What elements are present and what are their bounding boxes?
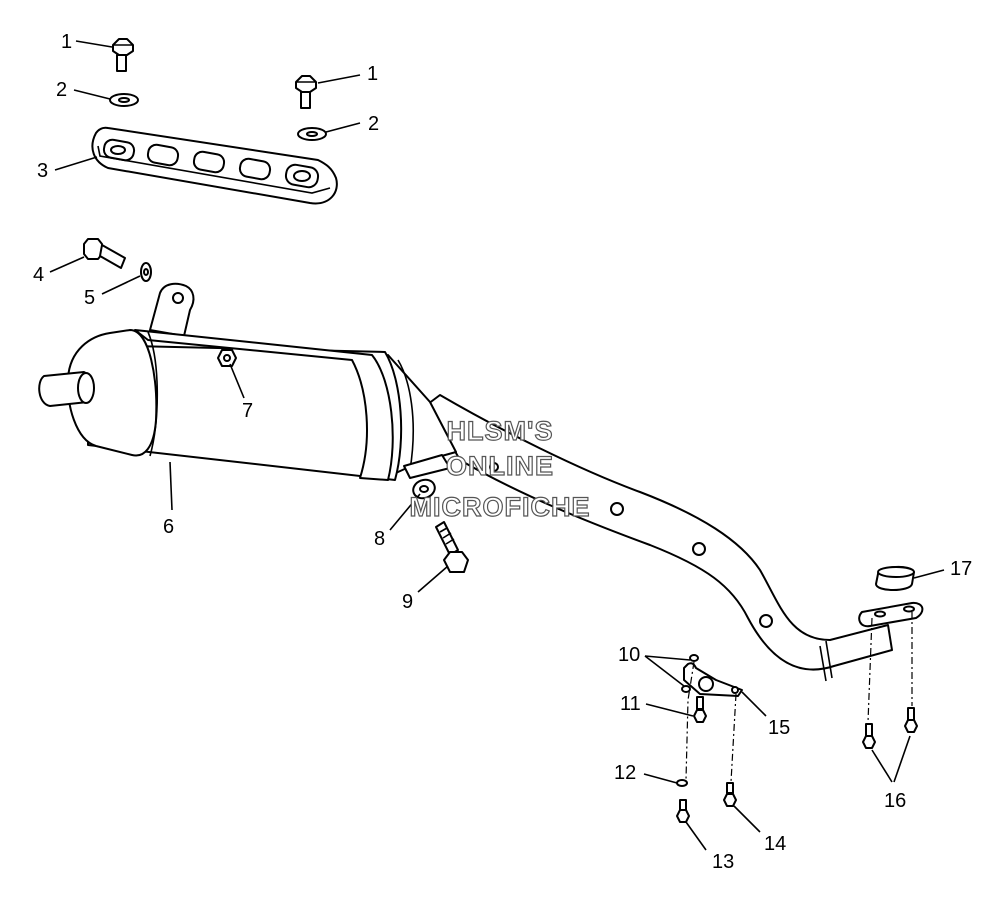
callout-16: 16 <box>884 790 906 812</box>
callout-3: 3 <box>37 160 48 182</box>
callout-12: 12 <box>614 762 636 784</box>
callout-7: 7 <box>242 400 253 422</box>
callout-labels: 1 1 2 2 3 4 5 6 7 8 9 10 11 12 13 14 15 … <box>33 31 972 873</box>
exhaust-gasket-17[interactable] <box>875 566 915 591</box>
callout-14: 14 <box>764 833 786 855</box>
bolt-9[interactable] <box>435 521 469 573</box>
leader-lines <box>49 40 945 851</box>
muffler-assembly-6[interactable] <box>38 282 924 682</box>
callout-8: 8 <box>374 528 385 550</box>
alignment-lines <box>685 612 913 783</box>
watermark-line-1: HLSM'S <box>447 416 554 446</box>
callout-11: 11 <box>620 693 641 715</box>
bolt-1-right[interactable] <box>295 75 317 109</box>
bracket-15[interactable] <box>683 662 743 697</box>
callout-13: 13 <box>712 851 734 873</box>
callout-1-right: 1 <box>367 63 378 85</box>
bolt-1-left[interactable] <box>112 38 134 72</box>
callout-15: 15 <box>768 717 790 739</box>
callout-6: 6 <box>163 516 174 538</box>
callout-2-left: 2 <box>56 79 67 101</box>
callout-17: 17 <box>950 558 972 580</box>
bolt-11[interactable] <box>693 696 707 723</box>
bolt-14[interactable] <box>723 782 737 807</box>
washer-5[interactable] <box>140 262 152 282</box>
washer-2-left[interactable] <box>109 93 139 107</box>
bolt-16-right[interactable] <box>904 707 918 733</box>
nut-10[interactable] <box>681 654 699 693</box>
bolt-13[interactable] <box>676 799 690 823</box>
callout-9: 9 <box>402 591 413 613</box>
bolt-4[interactable] <box>83 238 126 269</box>
mounting-bracket-3[interactable] <box>91 126 338 205</box>
callout-1-left: 1 <box>61 31 72 53</box>
callout-2-right: 2 <box>368 113 379 135</box>
watermark: HLSM'S ONLINE MICROFICHE <box>409 415 591 522</box>
washer-2-right[interactable] <box>297 127 327 141</box>
watermark-line-2: ONLINE <box>446 451 554 481</box>
callout-5: 5 <box>84 287 95 309</box>
watermark-line-3: MICROFICHE <box>410 492 591 522</box>
gasket-8[interactable] <box>411 477 438 501</box>
callout-4: 4 <box>33 264 44 286</box>
washer-12[interactable] <box>676 779 688 787</box>
callout-10: 10 <box>618 644 640 666</box>
bolt-16-left[interactable] <box>862 723 876 749</box>
